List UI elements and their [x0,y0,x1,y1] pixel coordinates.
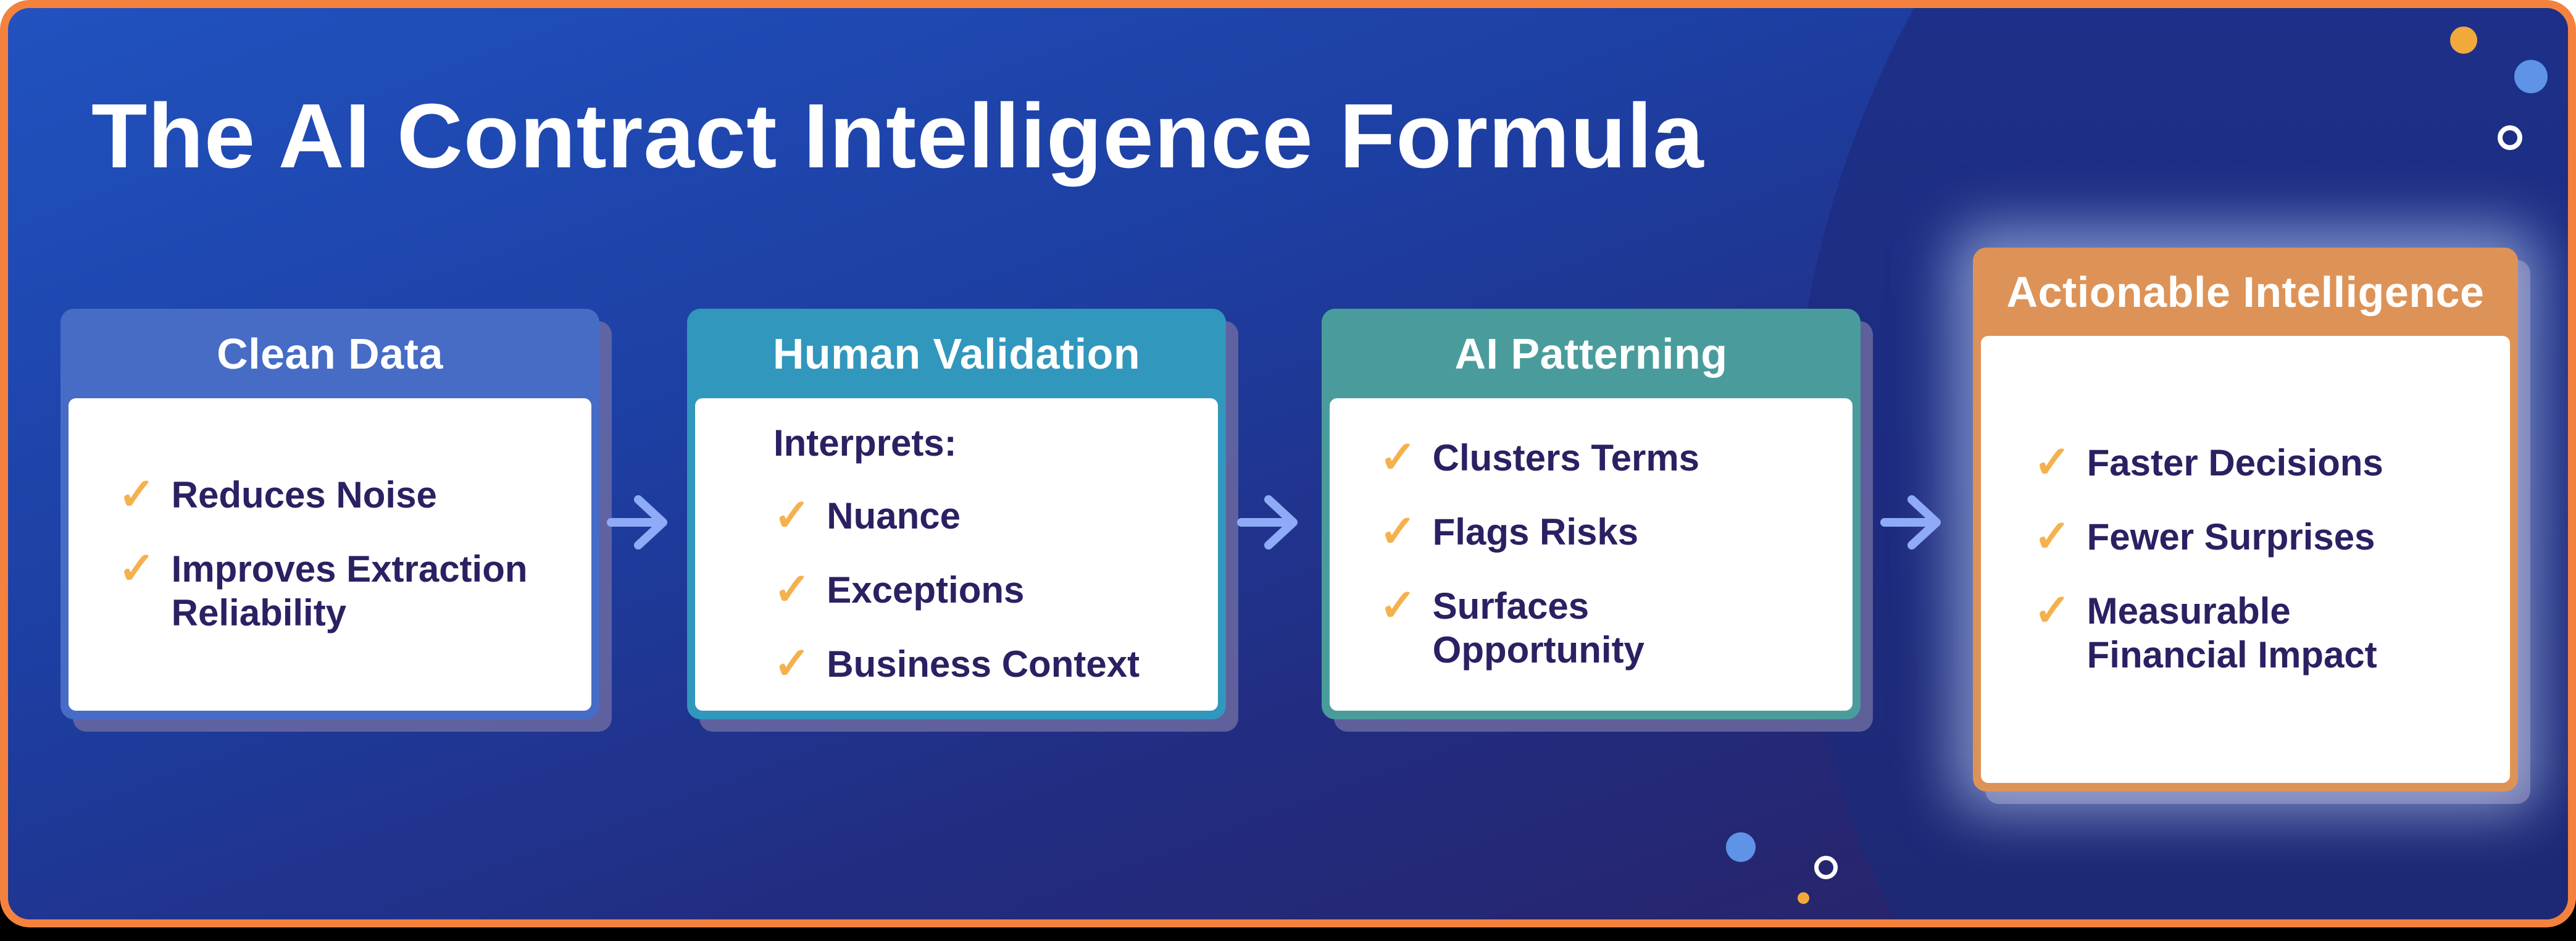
card-ai-patterning-body: ✓ Clusters Terms ✓ Flags Risks ✓ Surface… [1330,398,1853,711]
item-text: Faster Decisions [2086,442,2383,484]
item-text: Measurable Financial Impact [2086,590,2377,675]
item-text: Exceptions [827,569,1025,611]
item-text: Improves Extraction Reliability [171,548,528,634]
white-ring-top-right-icon [2498,125,2522,150]
check-icon: ✓ [118,470,156,520]
item-text: Nuance [827,495,961,537]
right-arrow-icon [1880,495,1941,550]
card-human-validation-body: Interprets: ✓ Nuance ✓ Exceptions ✓ Busi… [695,398,1218,711]
item-text: Flags Risks [1432,511,1639,553]
page-title: The AI Contract Intelligence Formula [91,85,1704,187]
right-arrow-icon [1237,495,1298,550]
white-ring-bottom-icon [1814,856,1838,879]
orange-dot-bottom-icon [1798,892,1809,904]
orange-dot-top-right-icon [2450,27,2477,54]
card-clean-data: Clean Data ✓ Reduces Noise ✓ Improves Ex… [60,309,599,719]
blue-dot-bottom-icon [1726,832,1756,862]
check-icon: ✓ [2033,438,2071,488]
list-item: ✓ Surfaces Opportunity [1379,581,1803,672]
card-actionable-intelligence-body: ✓ Faster Decisions ✓ Fewer Surprises ✓ M… [1981,336,2510,783]
item-text: Fewer Surprises [2086,516,2375,558]
card-clean-data-body: ✓ Reduces Noise ✓ Improves Extraction Re… [69,398,591,711]
list-item: ✓ Improves Extraction Reliability [118,544,541,635]
card-actionable-intelligence: Actionable Intelligence ✓ Faster Decisio… [1973,248,2518,792]
intro-text: Interprets: [773,422,957,464]
check-icon: ✓ [773,491,811,541]
check-icon: ✓ [2033,512,2071,562]
card-ai-patterning-title: AI Patterning [1454,329,1728,378]
check-icon: ✓ [1379,433,1417,483]
list-item: ✓ Flags Risks [1379,507,1639,557]
list-item: ✓ Fewer Surprises [2033,512,2375,562]
check-icon: ✓ [773,639,811,689]
list-item: ✓ Faster Decisions [2033,438,2383,488]
check-icon: ✓ [118,544,156,594]
check-icon: ✓ [773,565,811,615]
blue-dot-top-right-icon [2514,60,2548,93]
card-human-validation: Human Validation Interprets: ✓ Nuance ✓ … [687,309,1226,719]
list-item: ✓ Exceptions [773,565,1025,615]
item-text: Business Context [827,643,1140,685]
list-item: ✓ Clusters Terms [1379,433,1700,483]
check-icon: ✓ [1379,581,1417,631]
list-item: ✓ Business Context [773,639,1140,689]
right-arrow-icon [607,495,667,550]
card-clean-data-title: Clean Data [217,329,443,378]
card-actionable-intelligence-title: Actionable Intelligence [2006,267,2485,316]
list-intro: Interprets: [773,422,957,466]
list-item: ✓ Measurable Financial Impact [2033,586,2457,677]
list-item: ✓ Reduces Noise [118,470,437,520]
check-icon: ✓ [1379,507,1417,557]
item-text: Clusters Terms [1432,437,1700,479]
item-text: Surfaces Opportunity [1432,585,1644,671]
card-human-validation-title: Human Validation [772,329,1141,378]
check-icon: ✓ [2033,586,2071,636]
item-text: Reduces Noise [171,474,437,516]
list-item: ✓ Nuance [773,491,961,541]
card-ai-patterning: AI Patterning ✓ Clusters Terms ✓ Flags R… [1322,309,1861,719]
